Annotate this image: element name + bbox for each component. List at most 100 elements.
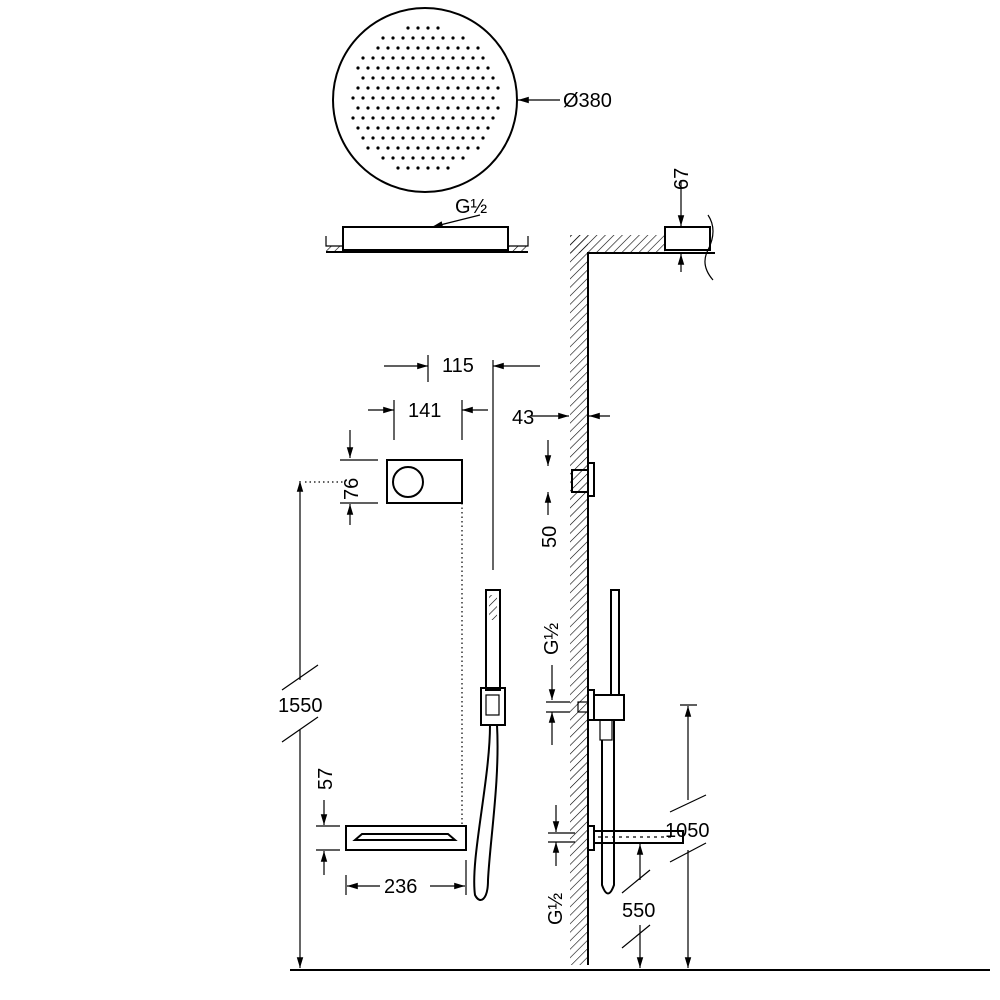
nozzle-dot — [491, 116, 495, 120]
nozzle-dot — [426, 166, 430, 170]
thermostatic-control: 76 — [305, 430, 463, 826]
nozzle-dot — [386, 86, 390, 90]
nozzle-dot — [496, 86, 500, 90]
nozzle-dot — [431, 136, 435, 140]
nozzle-dot — [411, 96, 415, 100]
nozzle-dot — [391, 116, 395, 120]
nozzle-dot — [441, 56, 445, 60]
nozzle-dot — [381, 156, 385, 160]
nozzle-dot — [361, 96, 365, 100]
nozzle-dot — [476, 126, 480, 130]
nozzle-dot — [396, 46, 400, 50]
nozzle-dot — [456, 86, 460, 90]
nozzle-dot — [486, 106, 490, 110]
nozzle-dot — [416, 26, 420, 30]
nozzle-dot — [386, 106, 390, 110]
nozzle-dot — [471, 56, 475, 60]
nozzle-dot — [411, 56, 415, 60]
nozzle-dot — [426, 106, 430, 110]
nozzle-dot — [421, 36, 425, 40]
nozzle-dot — [471, 76, 475, 80]
nozzle-dot — [356, 66, 360, 70]
nozzle-dot — [481, 56, 485, 60]
nozzle-dot — [436, 46, 440, 50]
nozzle-dot — [436, 66, 440, 70]
nozzle-dot — [376, 126, 380, 130]
width-dimensions: 115 141 43 — [368, 355, 610, 570]
nozzle-dot — [426, 86, 430, 90]
nozzle-dot — [441, 96, 445, 100]
nozzle-dot — [441, 116, 445, 120]
nozzle-dot — [416, 66, 420, 70]
nozzle-dot — [416, 146, 420, 150]
nozzle-dot — [476, 46, 480, 50]
nozzle-dot — [421, 156, 425, 160]
nozzle-dot — [351, 96, 355, 100]
nozzle-dot — [426, 66, 430, 70]
nozzle-dot — [396, 126, 400, 130]
height-1550-dimension: 1550 — [278, 481, 323, 968]
nozzle-dot — [466, 126, 470, 130]
nozzle-dot — [381, 36, 385, 40]
nozzle-dot — [391, 136, 395, 140]
nozzle-dot — [441, 136, 445, 140]
nozzle-dot — [451, 36, 455, 40]
nozzle-dot — [396, 146, 400, 150]
nozzle-dot — [481, 76, 485, 80]
nozzle-dot — [356, 86, 360, 90]
bath-spout-front: 57 236 — [315, 768, 467, 898]
nozzle-dot — [361, 56, 365, 60]
nozzle-dot — [496, 106, 500, 110]
nozzle-dot — [466, 66, 470, 70]
nozzle-dot — [411, 36, 415, 40]
nozzle-dot — [431, 36, 435, 40]
dim-115-label: 115 — [442, 355, 474, 377]
nozzle-dot — [466, 46, 470, 50]
nozzle-dot — [486, 86, 490, 90]
nozzle-dot — [396, 66, 400, 70]
nozzle-dot — [446, 126, 450, 130]
nozzle-dot — [401, 116, 405, 120]
nozzle-dot — [366, 106, 370, 110]
height-dimensions-right: 550 1050 — [621, 704, 710, 968]
nozzle-dot — [476, 146, 480, 150]
nozzle-dot — [401, 156, 405, 160]
nozzle-dot — [351, 116, 355, 120]
nozzle-dot — [456, 66, 460, 70]
nozzle-dot — [391, 156, 395, 160]
nozzle-dot — [481, 116, 485, 120]
nozzle-dot — [476, 86, 480, 90]
nozzle-dot — [401, 56, 405, 60]
nozzle-dot — [386, 66, 390, 70]
nozzle-dot — [391, 56, 395, 60]
head-thread-label: G½ — [455, 196, 488, 218]
shower-head-side-view: G½ — [325, 196, 529, 253]
nozzle-dot — [471, 116, 475, 120]
nozzle-dot — [451, 136, 455, 140]
dim-550-label: 550 — [622, 900, 655, 922]
nozzle-dot — [436, 86, 440, 90]
nozzle-dot — [406, 86, 410, 90]
nozzle-dot — [386, 46, 390, 50]
nozzle-dot — [391, 96, 395, 100]
nozzle-dot — [426, 146, 430, 150]
nozzle-dot — [376, 66, 380, 70]
nozzle-dot — [426, 46, 430, 50]
nozzle-dot — [371, 76, 375, 80]
nozzle-dot — [376, 106, 380, 110]
nozzle-dot — [356, 106, 360, 110]
nozzle-dot — [406, 166, 410, 170]
nozzle-dot — [456, 106, 460, 110]
nozzle-dot — [396, 166, 400, 170]
nozzle-dot — [381, 56, 385, 60]
nozzle-dot — [361, 116, 365, 120]
nozzle-dot — [431, 56, 435, 60]
nozzle-dot — [441, 36, 445, 40]
arm-height-label: 67 — [671, 168, 693, 190]
nozzle-dot — [421, 116, 425, 120]
thread-lower-label: G½ — [545, 892, 567, 925]
nozzle-dot — [421, 56, 425, 60]
nozzle-dot — [461, 156, 465, 160]
nozzle-dot — [476, 66, 480, 70]
